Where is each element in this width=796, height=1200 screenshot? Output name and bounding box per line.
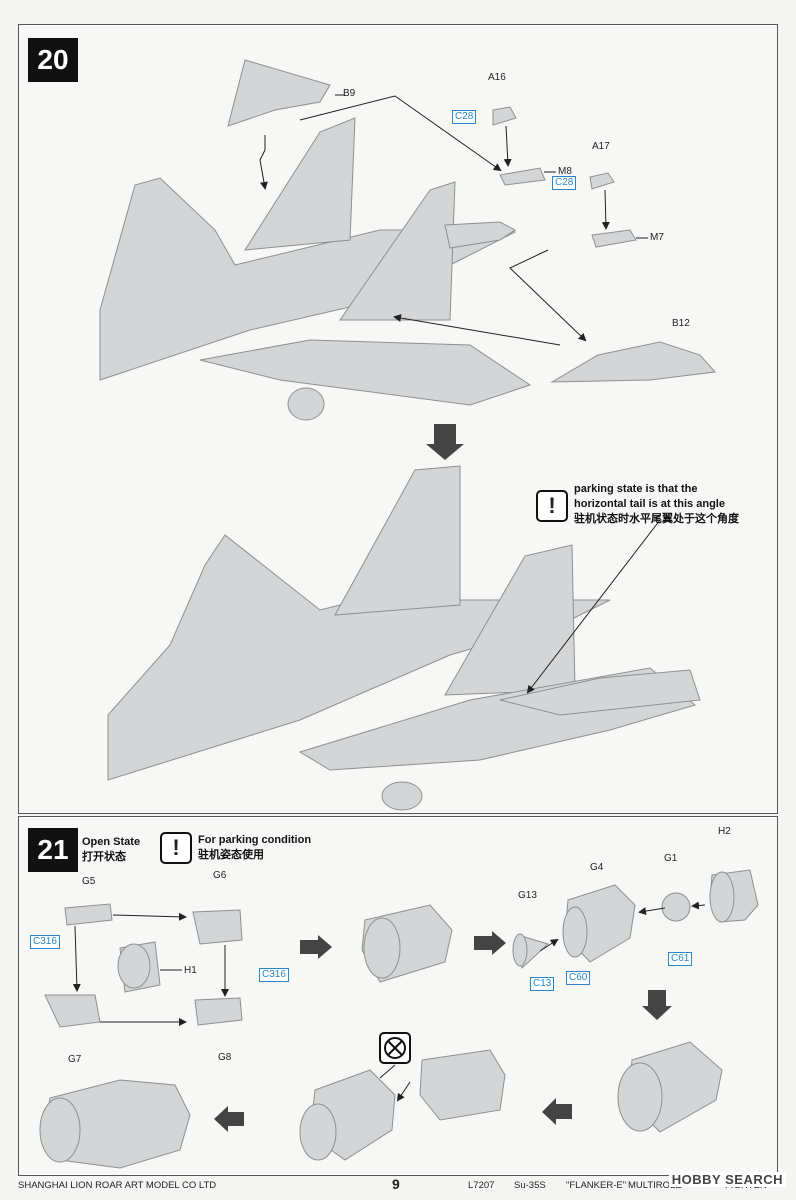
open-state-zh: 打开状态 [82, 851, 126, 863]
part-g1 [661, 892, 691, 922]
part-b12 [550, 341, 717, 383]
ref-c13: C13 [530, 977, 555, 991]
label-m7: M7 [650, 232, 664, 243]
label-g1: G1 [664, 853, 678, 864]
label-m8: M8 [558, 166, 572, 177]
ref-c28-a: C28 [452, 110, 477, 124]
label-g5: G5 [82, 876, 96, 887]
label-g8: G8 [218, 1052, 232, 1063]
footer-type1: MULTIROLE [628, 1180, 682, 1191]
label-g13: G13 [518, 890, 537, 901]
parking-condition-zh: 驻机姿态使用 [198, 849, 264, 861]
flow-down-arrow-2 [642, 990, 672, 1020]
label-b12: B12 [672, 318, 690, 329]
footer-code: L7207 [468, 1180, 495, 1191]
label-b9: B9 [343, 88, 356, 99]
part-a16 [492, 106, 517, 126]
step-21-number: 21 [28, 828, 78, 872]
label-a16: A16 [488, 72, 506, 83]
landing-wheel-lower [381, 781, 423, 811]
flow-left-arrow-2 [214, 1106, 244, 1132]
nozzle-left [444, 221, 516, 249]
caution-icon: ! [536, 490, 568, 522]
label-g4: G4 [590, 862, 604, 873]
ref-c61: C61 [668, 952, 693, 966]
page-number: 9 [392, 1176, 400, 1192]
parking-condition-en: For parking condition [198, 834, 312, 846]
horizontal-tail-angle [499, 669, 701, 716]
part-m8 [499, 167, 546, 186]
ref-c316-b: C316 [259, 968, 289, 982]
label-h2: H2 [718, 826, 731, 837]
part-g6 [192, 909, 243, 945]
vertical-tail-left [244, 117, 356, 251]
part-b9 [227, 59, 331, 127]
ref-c316-a: C316 [30, 935, 60, 949]
footer-name: "FLANKER-E" [566, 1180, 627, 1191]
part-g7 [44, 994, 101, 1028]
part-g8 [194, 997, 243, 1026]
flow-right-arrow-1 [300, 935, 332, 959]
flow-left-arrow-1 [542, 1098, 572, 1125]
open-state-en: Open State [82, 836, 141, 848]
label-a17: A17 [592, 141, 610, 152]
parking-condition-label: For parking condition 驻机姿态使用 [198, 833, 311, 863]
part-m7 [591, 229, 637, 248]
open-state-label: Open State 打开状态 [82, 835, 140, 865]
ref-c28-b: C28 [552, 176, 577, 190]
label-h1: H1 [184, 965, 197, 976]
flow-down-arrow-1 [426, 424, 464, 460]
caution-icon-parking: ! [160, 832, 192, 864]
part-g5 [64, 903, 113, 926]
footer-model: Su-35S [514, 1180, 546, 1191]
engine-nozzle-parked [419, 1049, 506, 1121]
horizontal-tail-left [199, 339, 532, 406]
landing-wheel [287, 387, 325, 421]
parking-note-en-1: parking state is that the [574, 483, 698, 495]
no-glue-icon [379, 1032, 411, 1064]
parking-note-en-2: horizontal tail is at this angle [574, 498, 725, 510]
watermark: HOBBY SEARCH [668, 1172, 786, 1187]
ref-c60: C60 [566, 971, 591, 985]
parking-note-zh: 驻机状态时水平尾翼处于这个角度 [574, 513, 739, 525]
footer-company: SHANGHAI LION ROAR ART MODEL CO LTD [18, 1180, 217, 1191]
label-g7: G7 [68, 1054, 82, 1065]
parking-note: parking state is that the horizontal tai… [574, 482, 739, 527]
step-20-number: 20 [28, 38, 78, 82]
label-g6: G6 [213, 870, 227, 881]
flow-right-arrow-2 [474, 931, 506, 955]
part-a17 [589, 172, 615, 190]
vertical-tail-lower-left [334, 465, 461, 616]
